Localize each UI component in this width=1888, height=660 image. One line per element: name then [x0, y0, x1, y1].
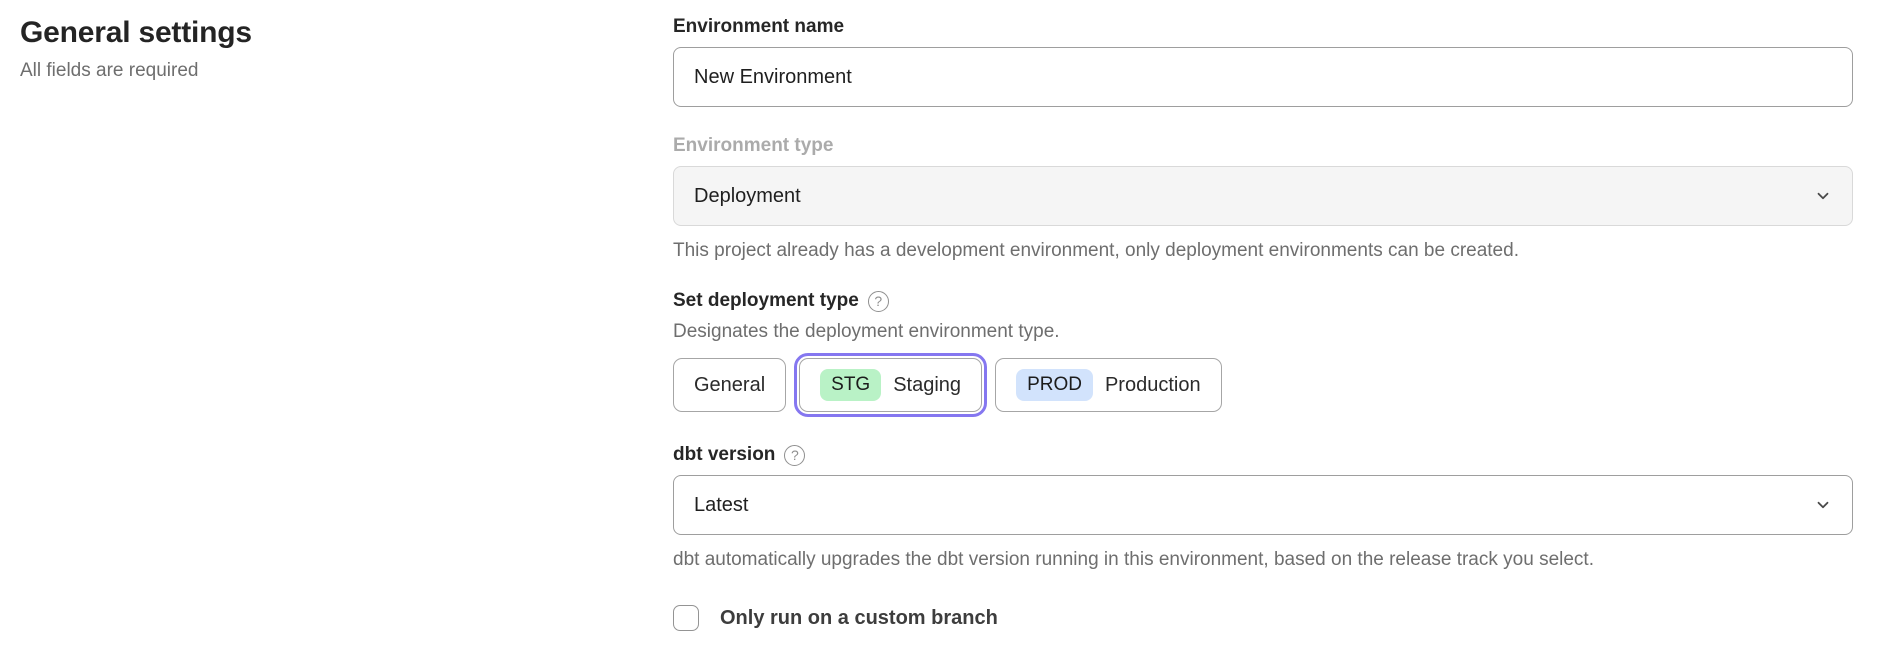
- staging-badge: STG: [820, 369, 882, 401]
- page-subtitle: All fields are required: [20, 60, 199, 81]
- deployment-type-helper: Designates the deployment environment ty…: [673, 321, 1060, 342]
- environment-form: Environment name Environment type Deploy…: [673, 0, 1853, 660]
- dbt-version-label: dbt version ?: [673, 444, 1853, 466]
- deployment-type-staging-label: Staging: [893, 373, 962, 396]
- help-icon[interactable]: ?: [867, 290, 889, 312]
- deployment-type-production-button[interactable]: PROD Production: [995, 358, 1222, 412]
- help-icon[interactable]: ?: [784, 444, 806, 466]
- environment-name-label: Environment name: [673, 16, 845, 37]
- environment-type-helper: This project already has a development e…: [673, 240, 1519, 261]
- custom-branch-label: Only run on a custom branch: [720, 606, 998, 629]
- chevron-down-icon: [1814, 187, 1832, 205]
- deployment-type-label-text: Set deployment type: [673, 290, 859, 311]
- chevron-down-icon: [1814, 496, 1832, 514]
- environment-type-value: Deployment: [694, 184, 801, 207]
- deployment-type-production-label: Production: [1104, 373, 1201, 396]
- dbt-version-value: Latest: [694, 493, 749, 516]
- deployment-type-options: General STG Staging PROD Production: [673, 353, 1853, 417]
- production-badge: PROD: [1016, 369, 1093, 401]
- deployment-type-general-button[interactable]: General: [673, 358, 787, 412]
- custom-branch-row[interactable]: Only run on a custom branch: [673, 605, 1853, 631]
- environment-type-label: Environment type: [673, 135, 834, 156]
- custom-branch-checkbox[interactable]: [673, 605, 699, 631]
- deployment-type-staging-button[interactable]: STG Staging: [794, 353, 988, 417]
- dbt-version-label-text: dbt version: [673, 444, 776, 465]
- deployment-type-label: Set deployment type ?: [673, 290, 1853, 312]
- environment-type-select: Deployment: [673, 166, 1853, 226]
- settings-header-panel: General settings All fields are required: [0, 0, 673, 660]
- page-title: General settings: [20, 16, 252, 49]
- dbt-version-helper: dbt automatically upgrades the dbt versi…: [673, 549, 1594, 570]
- dbt-version-select[interactable]: Latest: [673, 475, 1853, 535]
- deployment-type-general-label: General: [694, 373, 766, 396]
- environment-name-input[interactable]: [673, 47, 1853, 107]
